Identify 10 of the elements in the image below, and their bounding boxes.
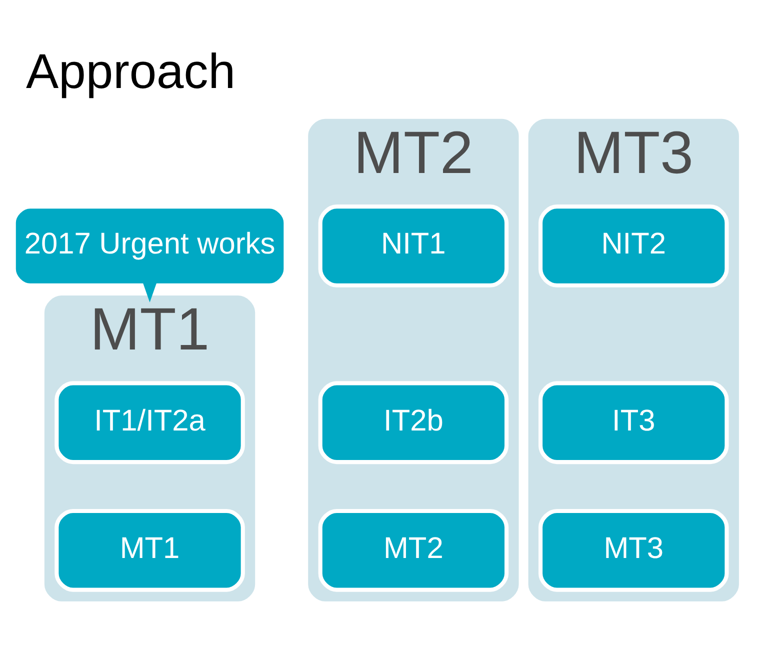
node-box: MT3	[538, 508, 729, 592]
node-box: MT1	[54, 508, 245, 592]
arrow	[142, 280, 158, 302]
node-box: IT1/IT2a	[54, 381, 245, 464]
node-box: NIT2	[538, 204, 729, 288]
node-box: IT2b	[318, 381, 509, 464]
node-box: NIT1	[318, 204, 509, 288]
diagram-title: Approach	[26, 45, 236, 100]
node-box: IT3	[538, 381, 729, 464]
node-box: MT2	[318, 508, 509, 592]
